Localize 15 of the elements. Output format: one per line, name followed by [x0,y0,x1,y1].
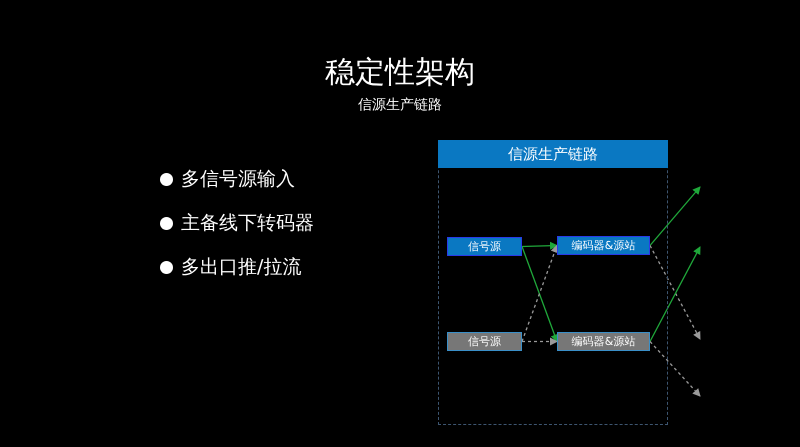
arrow [522,338,558,346]
bullet-text: 主备线下转码器 [181,211,314,236]
title: 稳定性架构 [324,54,476,92]
arrow [650,186,701,246]
arrow [522,242,558,250]
process-box: 编码器&源站 [557,332,650,351]
group-header: 信源生产链路 [438,140,668,168]
process-box: 编码器&源站 [557,236,650,255]
arrow [650,341,701,397]
bullet-text: 多信号源输入 [181,167,295,192]
process-box: 信号源 [447,237,522,256]
process-box: 信号源 [447,332,522,351]
bullet-text: 多出口推/拉流 [181,255,302,280]
subtitle: 信源生产链路 [357,96,443,114]
group-frame [438,140,668,425]
